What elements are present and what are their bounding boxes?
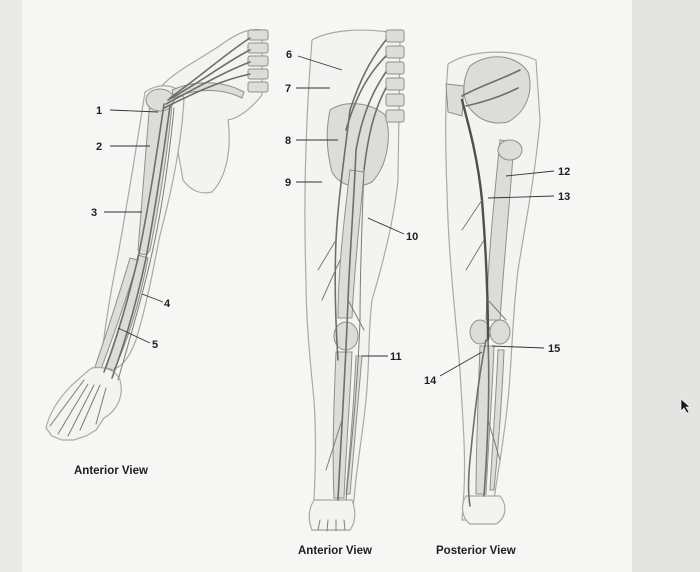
sacrum	[445, 83, 465, 117]
leg-posterior-illustration	[445, 51, 541, 525]
arm-nerve-ulnar	[117, 107, 175, 381]
label-6: 6	[286, 49, 292, 61]
brachial-plexus	[163, 37, 251, 109]
label-15: 15	[548, 343, 560, 355]
femur-head-posterior	[497, 139, 523, 161]
finger-lines	[49, 379, 107, 437]
label-3: 3	[91, 207, 97, 219]
label-13: 13	[558, 191, 570, 203]
arm-caption: Anterior View	[74, 465, 148, 477]
leg-anterior-branches	[317, 239, 365, 471]
lumbar-plexus	[345, 39, 387, 171]
cervical-spine	[247, 29, 269, 93]
leg-posterior-caption: Posterior View	[436, 545, 516, 557]
label-8: 8	[285, 135, 291, 147]
label-12: 12	[558, 166, 570, 178]
knee-posterior-medial	[489, 319, 511, 345]
label-1: 1	[96, 105, 102, 117]
label-2: 2	[96, 141, 102, 153]
leg-anterior-nerve-lateral	[345, 169, 365, 501]
label-7: 7	[285, 83, 291, 95]
label-11: 11	[390, 351, 402, 363]
heel-posterior	[461, 495, 506, 525]
posterior-nerve-branches	[461, 199, 507, 461]
toe-lines	[317, 519, 346, 532]
fibula-posterior	[489, 349, 505, 491]
shoulder-outline	[159, 28, 263, 194]
number-labels: 1 2 3 4 5 6 7 8 9 10 11 12 13 14 15	[91, 49, 570, 387]
lumbar-spine	[385, 29, 405, 123]
tibial-nerve	[483, 339, 490, 497]
leader-lines	[104, 55, 555, 377]
label-10: 10	[406, 231, 418, 243]
common-fibular-nerve	[467, 339, 487, 507]
label-4: 4	[164, 298, 171, 310]
arm-illustration	[45, 28, 269, 441]
label-9: 9	[285, 177, 291, 189]
arm-nerve-medial	[111, 105, 171, 379]
foot-anterior	[308, 499, 356, 531]
arm-nerve-lateral	[103, 103, 165, 373]
leg-anterior-caption: Anterior View	[298, 545, 372, 557]
mouse-cursor-icon	[680, 398, 691, 414]
sciatic-branch-top	[461, 69, 521, 107]
screen-edge	[632, 0, 700, 572]
leg-anterior-illustration	[304, 29, 405, 532]
label-14: 14	[424, 375, 437, 387]
label-5: 5	[152, 339, 158, 351]
